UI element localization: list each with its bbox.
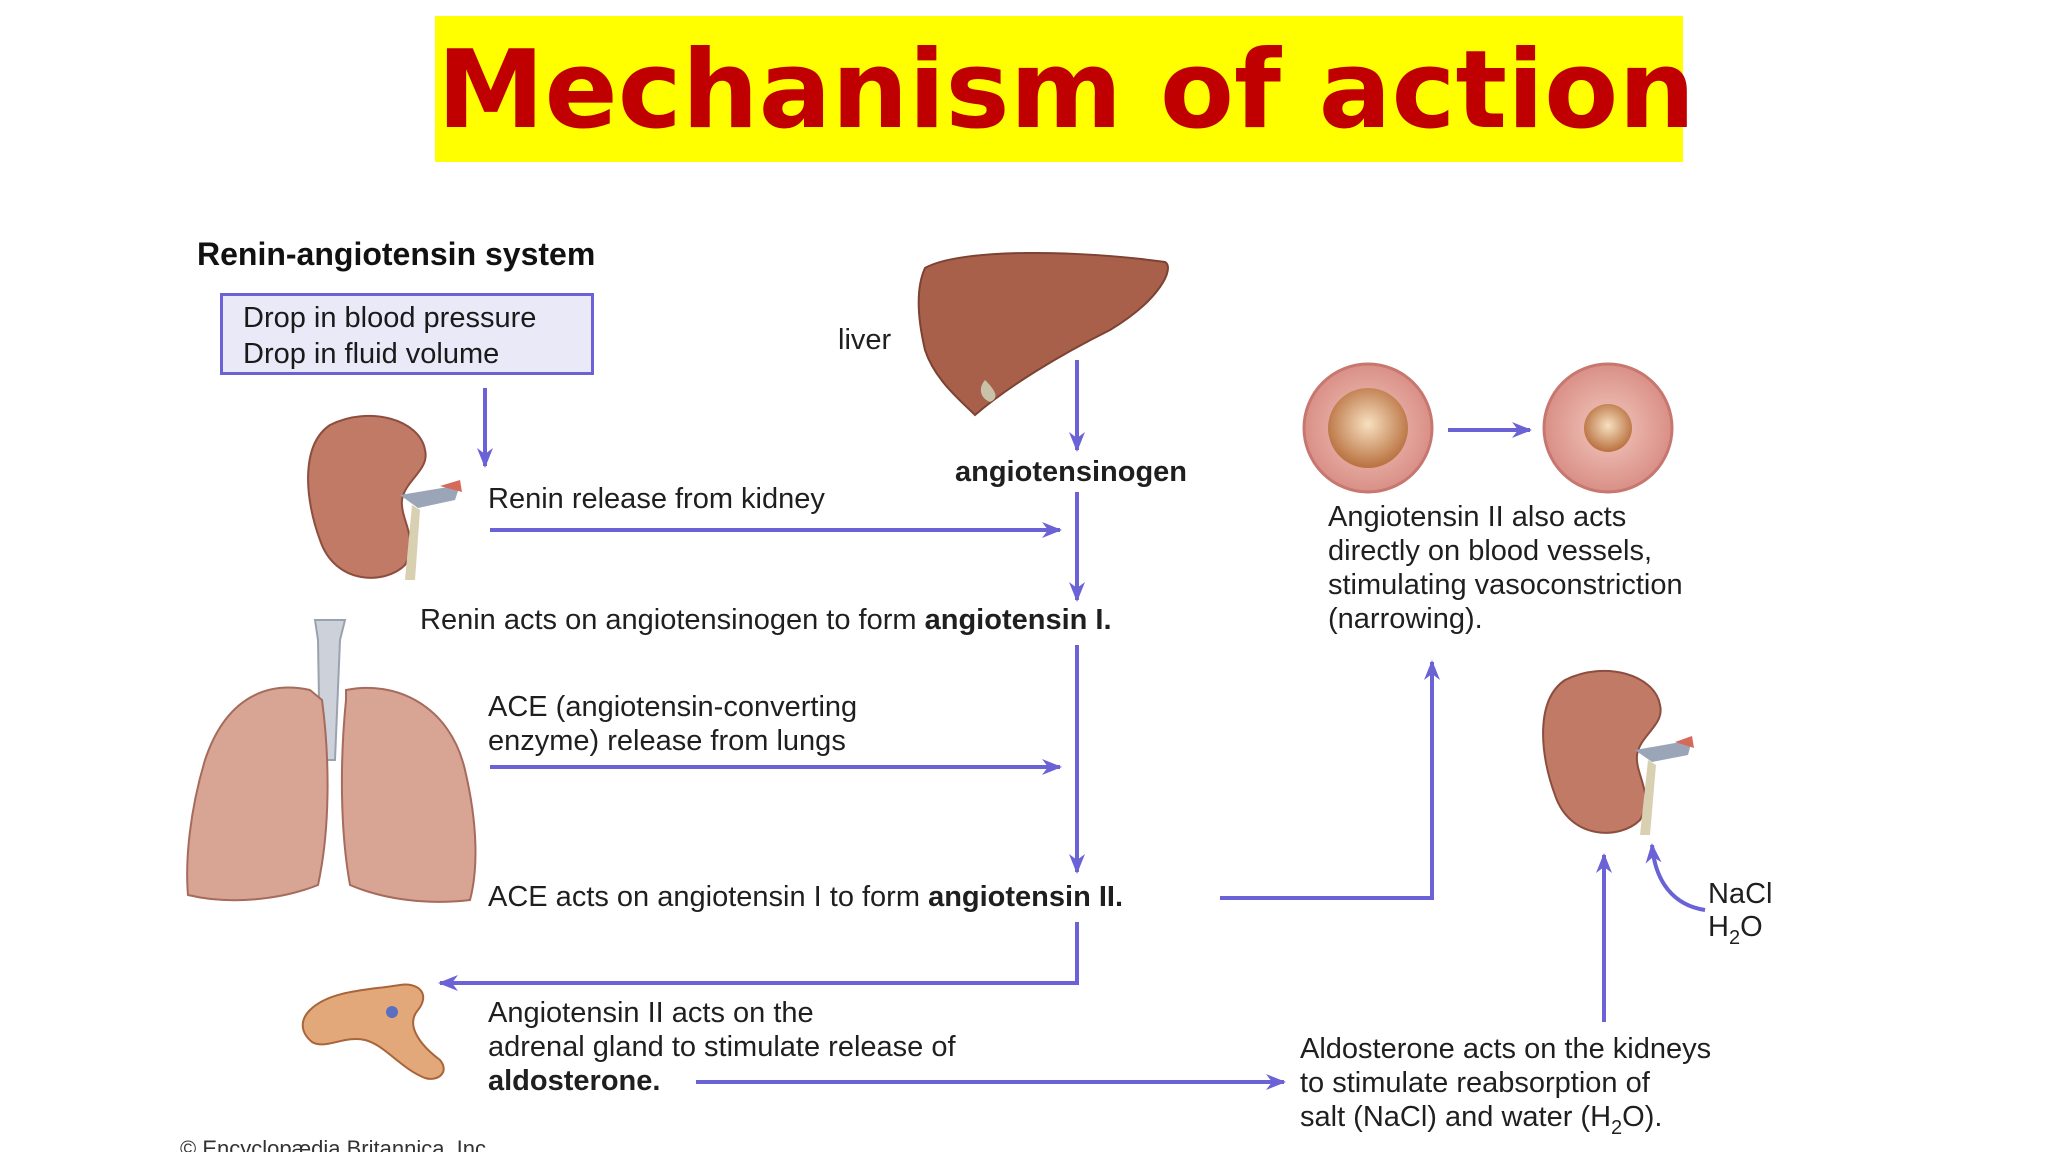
liver-label: liver: [838, 324, 892, 356]
h2o-h: H: [1708, 911, 1729, 943]
adrenal-line-3: aldosterone.: [488, 1065, 661, 1097]
vessels-line-1: Angiotensin II also acts: [1328, 501, 1627, 533]
renin-acts-label: Renin acts on angiotensinogen to form an…: [420, 603, 1112, 638]
ace-release-line-2: enzyme) release from lungs: [488, 725, 846, 757]
aldosterone-line-1: Aldosterone acts on the kidneys: [1300, 1033, 1712, 1065]
arrow-nacl-h2o: [1645, 843, 1706, 912]
adrenal-gland-icon: [301, 983, 445, 1080]
trigger-line-2: Drop in fluid volume: [243, 338, 500, 370]
vessels-line-2: directly on blood vessels,: [1328, 535, 1652, 567]
copyright-notice: © Encyclopædia Britannica, Inc.: [180, 1136, 493, 1152]
ace-acts-label: ACE acts on angiotensin I to form angiot…: [488, 880, 1123, 915]
angiotensin-i-term: angiotensin I.: [924, 604, 1112, 636]
ace-acts-text: ACE acts on angiotensin I to form: [488, 881, 929, 913]
adrenal-line-1: Angiotensin II acts on the: [488, 997, 814, 1029]
lungs-icon: [186, 619, 477, 903]
nacl-label: NaCl: [1708, 878, 1773, 910]
aldosterone-subscript: 2: [1611, 1117, 1623, 1139]
ace-release-line-1: ACE (angiotensin-converting: [488, 691, 858, 723]
blood-vessel-normal-icon: [1302, 362, 1434, 494]
liver-icon: [917, 251, 1169, 417]
title-banner: [435, 16, 1683, 162]
vessels-line-4: (narrowing).: [1328, 603, 1483, 635]
kidney-icon-right: [1542, 669, 1694, 835]
page-title: Mechanism of action: [437, 28, 1696, 153]
h2o-o: O: [1740, 911, 1763, 943]
arrow-to-vessels: [1220, 660, 1440, 900]
trigger-line-1: Drop in blood pressure: [243, 302, 537, 334]
renin-release-label: Renin release from kidney: [488, 483, 825, 515]
h2o-label: H2O: [1708, 910, 1763, 949]
kidney-icon-left: [307, 414, 462, 580]
blood-vessel-constricted-icon: [1542, 362, 1674, 494]
aldosterone-line-3: salt (NaCl) and water (H2O).: [1300, 1100, 1663, 1139]
renin-acts-text: Renin acts on angiotensinogen to form: [420, 604, 925, 636]
flow-arrows: [438, 360, 1706, 1090]
aldosterone-line-3-text: salt (NaCl) and water (H: [1300, 1101, 1612, 1133]
trigger-box: Drop in blood pressure Drop in fluid vol…: [220, 293, 594, 375]
angiotensinogen-label: angiotensinogen: [955, 456, 1187, 488]
adrenal-line-2: adrenal gland to stimulate release of: [488, 1031, 956, 1063]
diagram-heading: Renin-angiotensin system: [197, 236, 596, 272]
h2o-subscript: 2: [1728, 927, 1741, 949]
vessels-line-3: stimulating vasoconstriction: [1328, 569, 1683, 601]
aldosterone-line-2: to stimulate reabsorption of: [1300, 1067, 1650, 1099]
arrow-to-adrenal: [438, 922, 1079, 991]
angiotensin-ii-term: angiotensin II.: [928, 881, 1124, 913]
aldosterone-line-3-end: O).: [1622, 1101, 1663, 1133]
